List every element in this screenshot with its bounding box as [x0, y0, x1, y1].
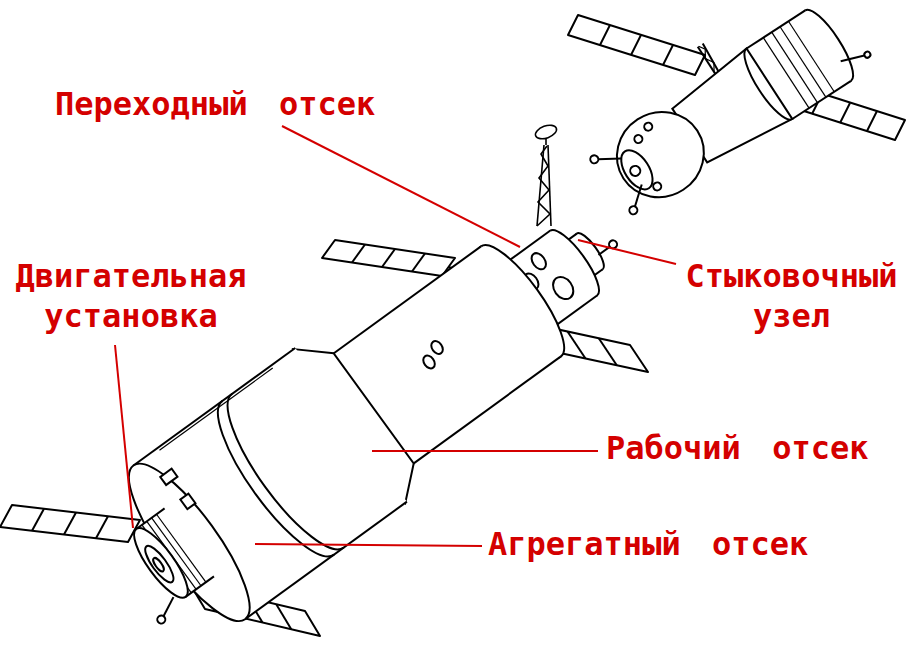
part-label: Переходный отсек — [55, 84, 375, 124]
part-label: Двигательная установка — [0, 256, 262, 336]
part-label: Агрегатный отсек — [488, 524, 808, 564]
soyuz-spacecraft — [570, 0, 877, 224]
part-label: Рабочий отсек — [606, 428, 868, 468]
salyut-station — [75, 159, 667, 648]
antenna-tower — [534, 123, 559, 226]
leader-lines — [115, 126, 676, 546]
part-label: Стыковочный узел — [669, 256, 914, 336]
